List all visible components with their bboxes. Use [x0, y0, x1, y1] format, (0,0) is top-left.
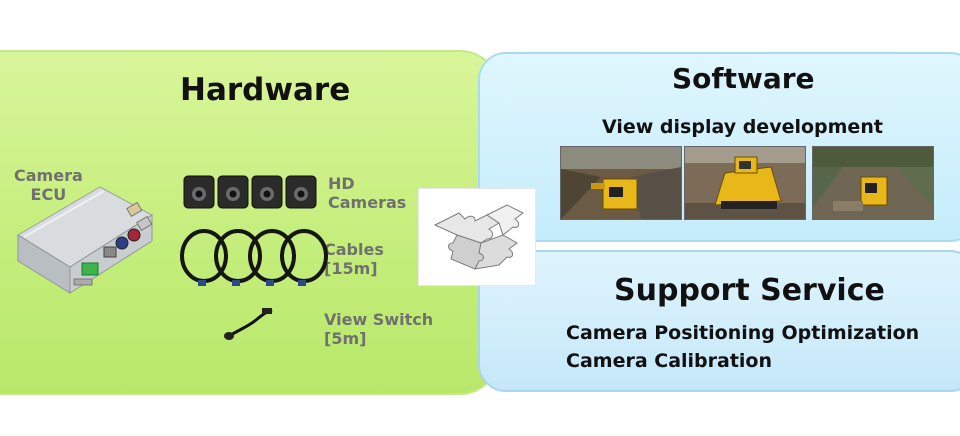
view-switch-icon	[224, 308, 273, 340]
software-subtitle: View display development	[602, 116, 883, 138]
hd-cameras-label: HD Cameras	[328, 174, 406, 212]
cables-label-line2: [15m]	[324, 259, 378, 278]
camera-ecu-label-line1: Camera	[14, 166, 83, 185]
cable-coil-icon	[180, 229, 328, 286]
support-item-calibration: Camera Calibration	[566, 350, 773, 372]
excavator-photo-2	[685, 147, 805, 219]
support-item-positioning: Camera Positioning Optimization	[566, 322, 920, 344]
view-switch-label-line2: [5m]	[324, 329, 367, 348]
camera-ecu-label-line2: ECU	[30, 185, 67, 204]
support-service-panel	[478, 250, 960, 392]
software-title: Software	[672, 62, 815, 95]
hd-cameras-label-line1: HD	[328, 174, 355, 193]
puzzle-image	[418, 188, 536, 286]
cables-label: Cables [15m]	[324, 240, 384, 278]
view-display-photo-3	[812, 146, 934, 220]
hardware-title: Hardware	[180, 72, 351, 108]
excavator-photo-1	[561, 147, 681, 219]
view-display-photo-2	[684, 146, 806, 220]
support-service-title: Support Service	[614, 273, 885, 308]
hd-camera-icon	[183, 175, 317, 209]
camera-ecu-icon	[17, 186, 153, 294]
view-display-photo-1	[560, 146, 682, 220]
puzzle-icon	[433, 204, 524, 270]
cables-label-line1: Cables	[324, 240, 384, 259]
view-switch-label: View Switch [5m]	[324, 310, 433, 348]
excavator-photo-3	[813, 147, 933, 219]
view-switch-label-line1: View Switch	[324, 310, 434, 329]
camera-ecu-label: Camera ECU	[14, 166, 83, 204]
hd-cameras-label-line2: Cameras	[328, 193, 407, 212]
